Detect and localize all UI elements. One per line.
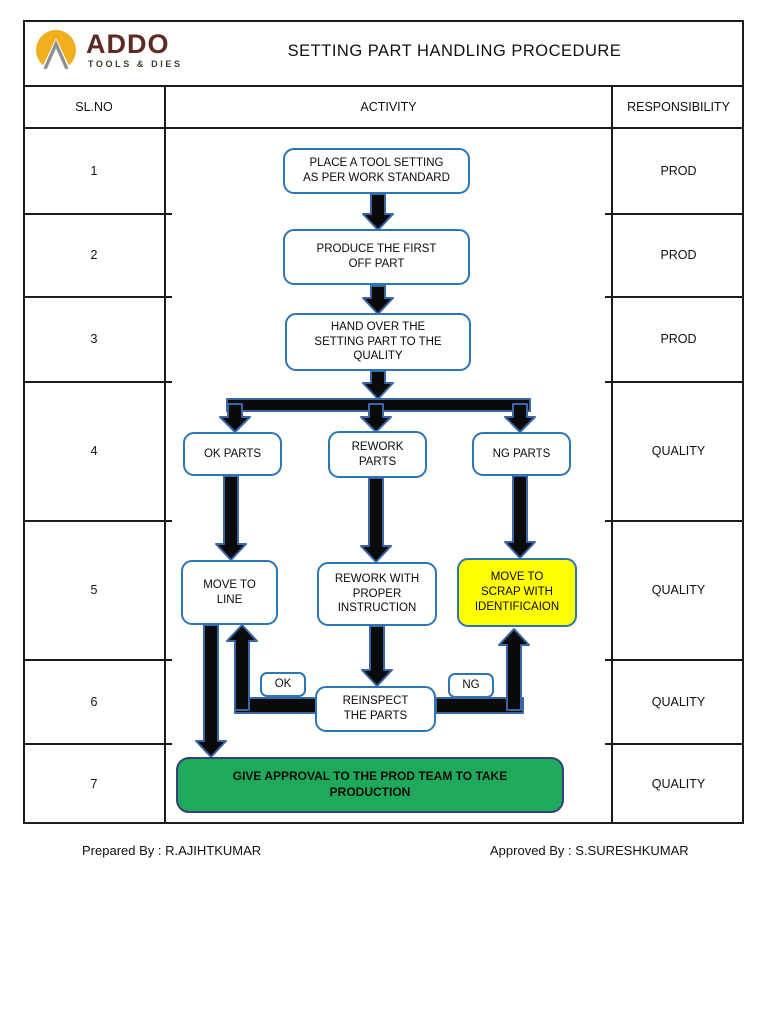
row-line <box>23 381 172 383</box>
prepared-by-text: Prepared By : R.AJIHTKUMAR <box>82 843 262 858</box>
column-header-responsibility: RESPONSIBILITY <box>627 99 730 114</box>
flow-label-ok: OK <box>260 672 306 697</box>
slno-cell-3: 3 <box>90 332 98 346</box>
slno-cell-6: 6 <box>90 694 98 709</box>
flow-step-hand-over-setting-part: HAND OVER THE SETTING PART TO THE QUALIT… <box>285 313 471 371</box>
flow-box-give-approval: GIVE APPROVAL TO THE PROD TEAM TO TAKE P… <box>176 757 564 813</box>
slno-cell-7: 7 <box>90 777 98 791</box>
row-line <box>23 659 172 661</box>
row-line <box>23 743 172 745</box>
flow-box-ok-parts: OK PARTS <box>183 432 282 476</box>
flow-box-rework-with-instruction: REWORK WITH PROPER INSTRUCTION <box>317 562 437 626</box>
responsibility-cell-4: QUALITY <box>651 444 706 458</box>
responsibility-cell-1: PROD <box>660 163 697 178</box>
flow-box-move-to-scrap: MOVE TO SCRAP WITH IDENTIFICAION <box>457 558 577 627</box>
col-divider-activity-responsibility <box>611 85 613 824</box>
slno-cell-2: 2 <box>90 248 98 262</box>
table-outer-border <box>23 20 744 824</box>
brand-subtitle: TOOLS & DIES <box>88 59 183 69</box>
row-line <box>605 213 744 215</box>
slno-cell-5: 5 <box>90 583 98 597</box>
flow-box-rework-parts: REWORK PARTS <box>328 431 427 478</box>
flow-box-move-to-line: MOVE TO LINE <box>181 560 278 625</box>
row-line <box>23 213 172 215</box>
row-line <box>23 296 172 298</box>
flow-box-reinspect-parts: REINSPECT THE PARTS <box>315 686 436 732</box>
responsibility-cell-7: QUALITY <box>651 777 706 791</box>
company-logo: ADDO TOOLS & DIES <box>34 29 184 79</box>
slno-cell-4: 4 <box>90 444 98 458</box>
responsibility-cell-3: PROD <box>660 332 697 346</box>
flow-step-produce-first-off-part: PRODUCE THE FIRST OFF PART <box>283 229 470 285</box>
logo-mountain-icon <box>36 30 76 71</box>
flow-step-place-tool-setting: PLACE A TOOL SETTING AS PER WORK STANDAR… <box>283 148 470 194</box>
row-line <box>23 520 172 522</box>
row-line <box>605 659 744 661</box>
row-line <box>605 520 744 522</box>
column-header-divider-line <box>23 127 744 129</box>
responsibility-cell-6: QUALITY <box>651 694 706 709</box>
row-line <box>605 296 744 298</box>
slno-cell-1: 1 <box>90 163 98 178</box>
column-header-activity: ACTIVITY <box>360 99 417 114</box>
flow-label-ng: NG <box>448 673 494 698</box>
column-header-slno: SL.NO <box>75 99 113 114</box>
row-line <box>605 743 744 745</box>
col-divider-slno-activity <box>164 85 166 824</box>
brand-name: ADDO <box>86 29 170 59</box>
approved-by-text: Approved By : S.SURESHKUMAR <box>490 843 689 858</box>
responsibility-cell-2: PROD <box>660 248 697 262</box>
responsibility-cell-5: QUALITY <box>651 583 706 597</box>
flow-box-ng-parts: NG PARTS <box>472 432 571 476</box>
row-line <box>605 381 744 383</box>
header-divider-line <box>23 85 744 87</box>
page-title: SETTING PART HANDLING PROCEDURE <box>287 42 622 60</box>
